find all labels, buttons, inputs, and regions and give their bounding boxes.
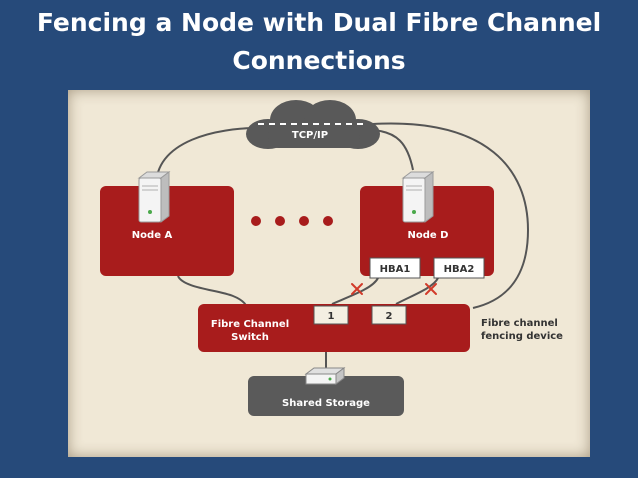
line-nodea-tcpip: [155, 127, 259, 187]
node-a-label: Node A: [132, 230, 173, 241]
fencing-device-label: Fibre channel fencing device: [481, 318, 563, 342]
storage-label: Shared Storage: [282, 398, 370, 409]
line-tcpip-fencing: [372, 122, 530, 309]
switch-label-line1: Fibre Channel: [211, 319, 289, 330]
title-line-1: Fencing a Node with Dual Fibre Channel: [36, 8, 602, 37]
tcpip-cloud: TCP/IP: [246, 100, 380, 149]
cut-x-icon: [425, 283, 437, 295]
port-2-label: 2: [386, 311, 393, 322]
tcpip-label: TCP/IP: [292, 130, 328, 141]
port-1-label: 1: [328, 311, 335, 322]
more-nodes-dots: [251, 216, 333, 226]
disk-icon: [304, 367, 346, 385]
fence-cut-icons: [351, 283, 437, 295]
fibre-channel-switch: Fibre Channel Switch 1 2: [198, 304, 470, 352]
fencing-label-line2: fencing device: [481, 331, 563, 342]
hba2-label: HBA2: [444, 264, 475, 275]
title-line-2: Connections: [232, 46, 406, 75]
node-d-label: Node D: [408, 230, 449, 241]
node-a: Node A: [100, 171, 234, 276]
node-d: Node D HBA1 HBA2: [360, 171, 494, 279]
switch-label-line2: Switch: [231, 332, 269, 343]
slide-title: Fencing a Node with Dual Fibre Channel C…: [0, 4, 638, 80]
hba1-label: HBA1: [380, 264, 411, 275]
cut-x-icon: [351, 283, 363, 295]
line-hba1-port1: [331, 277, 379, 305]
shared-storage: Shared Storage: [248, 367, 404, 416]
line-hba2-port2: [395, 277, 439, 305]
fencing-label-line1: Fibre channel: [481, 318, 558, 329]
fencing-diagram: TCP/IP Node A: [68, 90, 590, 457]
server-icon: [137, 171, 171, 223]
server-icon: [401, 171, 435, 223]
